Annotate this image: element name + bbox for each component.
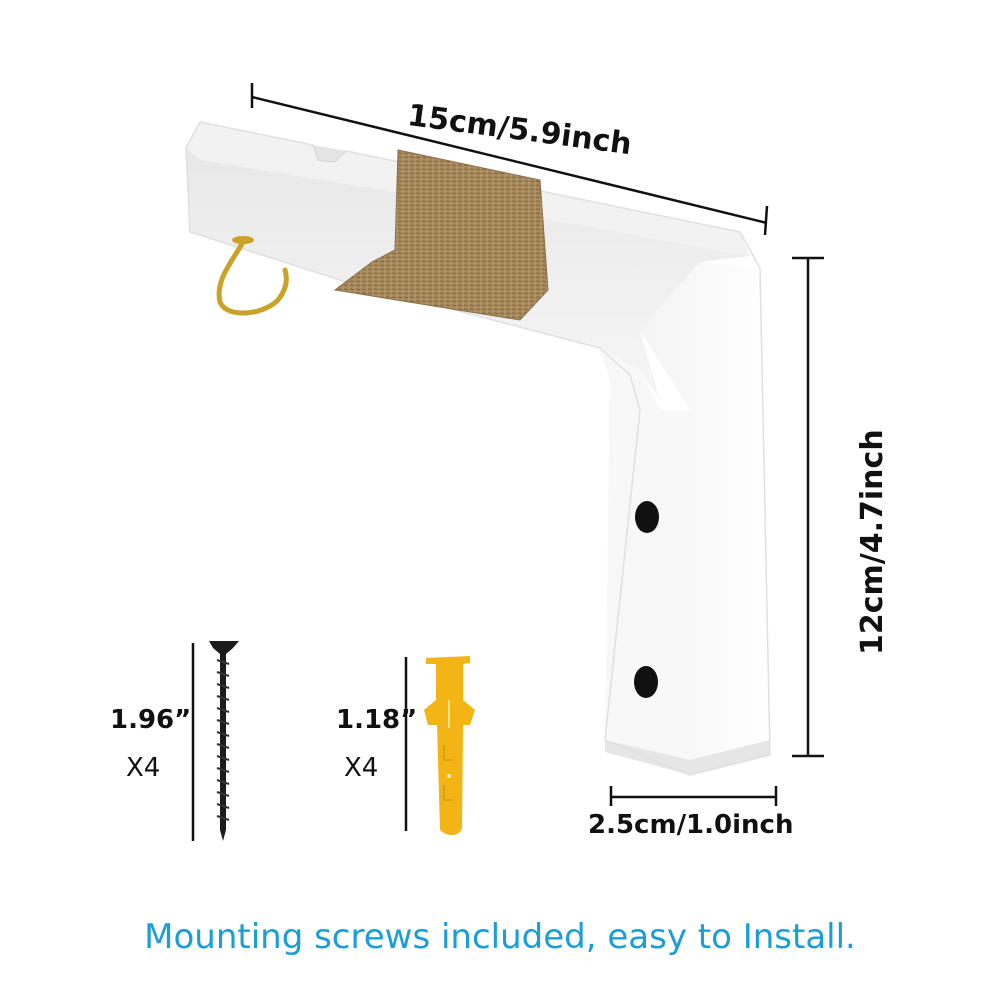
length-dimension-line bbox=[250, 83, 769, 236]
caption-text: Mounting screws included, easy to Instal… bbox=[144, 917, 856, 957]
screw-length-label: 1.96” bbox=[110, 705, 192, 735]
screw-quantity-label: X4 bbox=[126, 753, 161, 783]
width-dimension-line bbox=[609, 786, 778, 806]
jute-rope-wrap bbox=[333, 149, 549, 321]
height-dimension-line bbox=[792, 256, 824, 758]
brass-hook bbox=[216, 236, 289, 316]
anchor-length-label: 1.18” bbox=[336, 705, 418, 735]
anchor-quantity-label: X4 bbox=[344, 753, 379, 783]
screw-holes bbox=[634, 501, 659, 698]
wall-anchor-image bbox=[424, 656, 475, 836]
screw-image bbox=[209, 641, 239, 841]
width-label: 2.5cm/1.0inch bbox=[588, 810, 794, 840]
height-label: 12cm/4.7inch bbox=[855, 429, 890, 655]
